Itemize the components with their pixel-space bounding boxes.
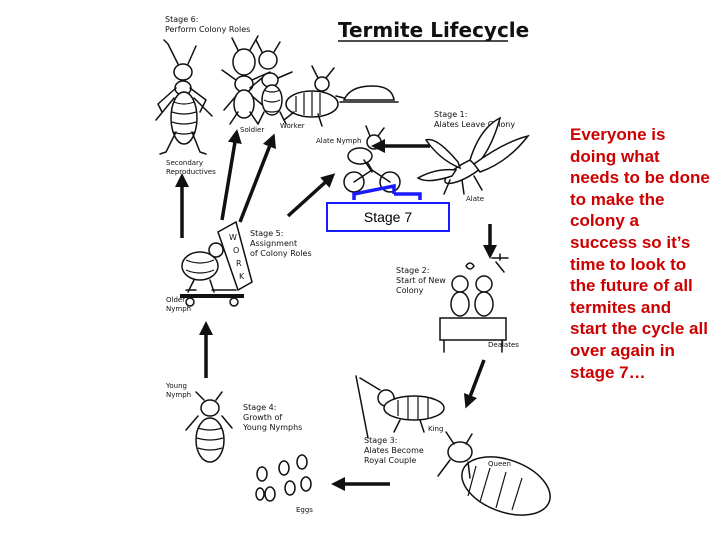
svg-text:Perform Colony Roles: Perform Colony Roles	[165, 25, 250, 34]
svg-text:Alates Leave Colony: Alates Leave Colony	[434, 120, 515, 129]
side-description: Everyone is doing what needs to be done …	[570, 125, 710, 382]
soldier-label: Soldier	[240, 126, 264, 134]
nymph-on-bicycle	[343, 125, 401, 193]
svg-text:Reproductives: Reproductives	[166, 168, 216, 176]
svg-text:Nymph: Nymph	[166, 305, 191, 313]
stage5-label: Stage 5: Assignment of Colony Roles	[250, 229, 312, 258]
svg-text:Stage 2:: Stage 2:	[396, 266, 429, 275]
eggs-label: Eggs	[296, 506, 313, 514]
alate-winged-termite	[416, 116, 530, 195]
alate-nymph-with-food	[283, 65, 399, 127]
soldier-termite	[221, 35, 271, 125]
cycle-arrows	[175, 129, 497, 491]
stage7-bracket-left	[352, 183, 396, 200]
svg-text:Assignment: Assignment	[250, 239, 297, 248]
stage1-label: Stage 1: Alates Leave Colony	[434, 110, 515, 129]
stage7-bracket-right	[394, 192, 422, 200]
svg-text:Growth of: Growth of	[243, 413, 282, 422]
worker-termite	[249, 39, 293, 125]
young-nymph-label: Young Nymph	[165, 382, 191, 399]
svg-text:Stage 3:: Stage 3:	[364, 436, 397, 445]
svg-text:R: R	[236, 259, 242, 268]
svg-text:of Colony Roles: of Colony Roles	[250, 249, 312, 258]
arrow-stage2-to-stage3	[463, 359, 486, 409]
dealates-couple-at-table	[439, 253, 509, 353]
secondary-reproductives-label: Secondary Reproductives	[166, 159, 216, 176]
queen-label: Queen	[488, 460, 511, 468]
young-nymph-termite	[185, 391, 233, 463]
diagram-title: Termite Lifecycle	[338, 18, 529, 42]
svg-text:Stage 6:: Stage 6:	[165, 15, 198, 24]
svg-text:Stage 5:: Stage 5:	[250, 229, 283, 238]
svg-text:Older: Older	[166, 296, 185, 304]
older-nymph-label: Older Nymph	[166, 296, 191, 313]
arrow-to-soldier	[220, 129, 242, 221]
worker-with-sign-on-skateboard	[180, 220, 253, 307]
stage6-label: Stage 6: Perform Colony Roles	[165, 15, 250, 34]
svg-text:Start of New: Start of New	[396, 276, 446, 285]
svg-text:Stage 4:: Stage 4:	[243, 403, 276, 412]
svg-text:Nymph: Nymph	[166, 391, 191, 399]
svg-text:Secondary: Secondary	[166, 159, 203, 167]
svg-text:Alates Become: Alates Become	[364, 446, 424, 455]
alate-nymph-label: Alate Nymph	[316, 137, 361, 145]
svg-text:Colony: Colony	[396, 286, 424, 295]
svg-text:Young: Young	[165, 382, 187, 390]
svg-text:Royal Couple: Royal Couple	[364, 456, 416, 465]
king-label: King	[428, 425, 443, 433]
king-termite	[355, 375, 445, 439]
svg-text:K: K	[239, 272, 245, 281]
svg-text:W: W	[229, 233, 237, 242]
dealates-label: Dealates	[488, 341, 519, 349]
secondary-reproductive-termite	[155, 39, 213, 155]
stage2-label: Stage 2: Start of New Colony	[396, 266, 446, 295]
svg-text:Stage 1:: Stage 1:	[434, 110, 467, 119]
worker-label: Worker	[280, 122, 305, 130]
stage7-label-box: Stage 7	[326, 202, 450, 232]
svg-text:O: O	[233, 246, 239, 255]
queen-termite	[437, 431, 551, 516]
termite-eggs	[255, 454, 312, 502]
alate-label: Alate	[466, 195, 484, 203]
stage3-label: Stage 3: Alates Become Royal Couple	[364, 436, 424, 465]
arrow-stage5-to-stage7	[286, 173, 336, 218]
stage4-label: Stage 4: Growth of Young Nymphs	[242, 403, 302, 432]
arrow-to-worker	[238, 133, 276, 223]
work-sign-letters: W O R K	[229, 233, 245, 281]
svg-text:Young Nymphs: Young Nymphs	[242, 423, 302, 432]
